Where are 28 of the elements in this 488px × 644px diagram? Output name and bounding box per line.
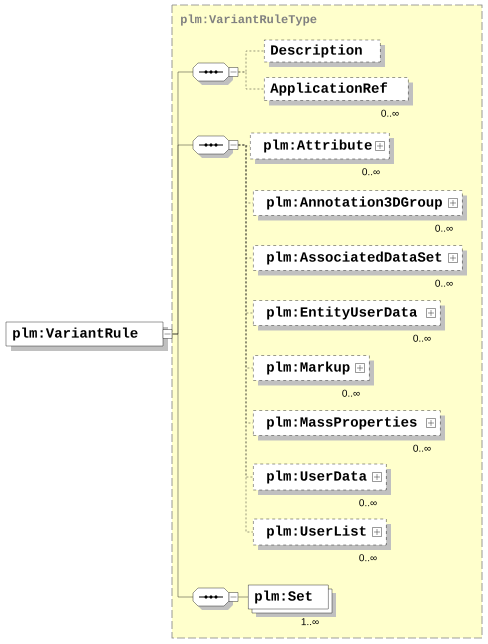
element-box: plm:Markup xyxy=(253,355,374,386)
element-box: plm:Attribute xyxy=(250,132,394,164)
multiplicity-label: 0..∞ xyxy=(342,390,360,397)
multiplicity-label: 1..∞ xyxy=(302,618,319,626)
connector-line xyxy=(238,596,248,598)
multiplicity-label: 0..∞ xyxy=(413,444,431,452)
element-box: plm:MassProperties xyxy=(253,410,445,440)
element-box: plm:Set xyxy=(248,584,336,617)
multiplicity-label: 0..∞ xyxy=(435,280,453,287)
multiplicity-label: 0..∞ xyxy=(362,168,380,176)
element-box: plm:VariantRule xyxy=(6,322,172,351)
connector-line xyxy=(172,334,194,598)
sequence-symbol xyxy=(192,62,238,85)
element-box: ApplicationRef xyxy=(264,77,413,106)
sequence-symbol xyxy=(192,588,238,610)
multiplicity-label: 0..∞ xyxy=(381,110,399,117)
multiplicity-label: 0..∞ xyxy=(359,499,377,506)
element-box: plm:Annotation3DGroup xyxy=(253,190,467,220)
connector-line xyxy=(238,72,264,90)
element-box: plm:UserList xyxy=(253,518,391,550)
element-box: plm:EntityUserData xyxy=(253,300,445,330)
multiplicity-label: 0..∞ xyxy=(359,554,377,562)
multiplicity-label: 0..∞ xyxy=(413,334,431,342)
element-box: Description xyxy=(264,40,385,67)
sequence-symbol xyxy=(192,136,238,158)
element-box: plm:AssociatedDataSet xyxy=(253,245,467,276)
element-box: plm:UserData xyxy=(253,464,391,495)
multiplicity-label: 0..∞ xyxy=(435,224,453,232)
